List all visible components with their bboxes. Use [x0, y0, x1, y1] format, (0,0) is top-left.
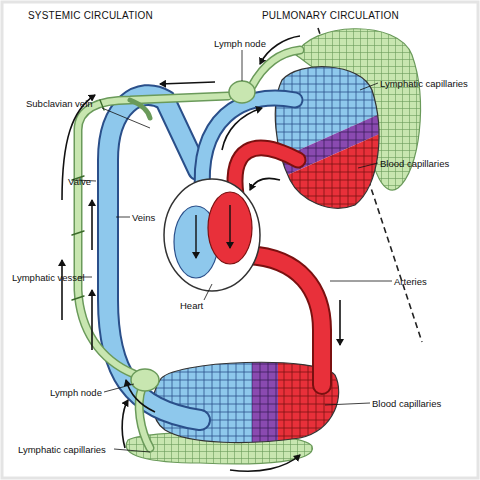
blood-capillary-bed-part-part — [252, 350, 278, 450]
flow-arrows-part — [122, 400, 128, 448]
lymphatic-vessel-part — [78, 50, 300, 448]
heart-part — [229, 205, 230, 248]
blood-capillary-bed-part — [275, 67, 379, 208]
leader-lines-part — [360, 83, 378, 90]
blood-vessels-part — [235, 148, 298, 195]
flow-arrows-part — [160, 82, 215, 84]
blood-capillary-bed-part — [265, 50, 400, 220]
leader-lines-part — [330, 281, 392, 282]
flow-arrows-part — [91, 290, 93, 350]
leader-lines-part — [102, 108, 150, 128]
lymphatic-vessel-part — [78, 50, 300, 448]
lymphatic-vessel-part — [131, 369, 159, 391]
flow-arrows-part — [230, 455, 300, 471]
part-label: Subclavian vein — [26, 98, 93, 109]
part-label: Lymphatic capillaries — [380, 78, 468, 89]
leader-lines-part — [358, 163, 378, 168]
leader-lines-part — [242, 50, 243, 81]
part-label: Arteries — [394, 276, 427, 287]
flow-arrows-part — [260, 36, 300, 64]
leader-lines-part — [116, 217, 130, 218]
lymphatic-vessel-part — [130, 100, 150, 118]
leader-lines-part — [325, 403, 370, 405]
leader-lines-part — [114, 449, 150, 452]
flow-arrows-part — [91, 200, 93, 250]
flow-arrows-part — [250, 178, 280, 190]
heart — [164, 179, 260, 291]
blood-vessels-part — [248, 255, 322, 385]
part-label: Lymph node — [50, 387, 102, 398]
flow-arrows-part — [339, 300, 341, 345]
lymphatic-vessel — [72, 50, 300, 448]
blood-vessels-part — [248, 255, 322, 385]
blood-vessels-part — [235, 148, 298, 195]
part-label: Blood capillaries — [372, 398, 441, 409]
flow-arrows-part — [62, 95, 95, 200]
heart-part — [195, 215, 196, 258]
leader-lines-part — [104, 384, 134, 392]
leader-lines-part — [204, 284, 212, 300]
part-label: Heart — [180, 300, 203, 311]
heading-text: PULMONARY CIRCULATION — [262, 10, 399, 21]
blood-capillary-bed-part — [153, 362, 339, 442]
part-label: Lymphatic vessel — [12, 272, 85, 283]
flow-arrows-part — [222, 108, 262, 150]
part-label: Valve — [68, 176, 91, 187]
heart-part — [208, 192, 252, 264]
leader-lines — [76, 50, 392, 452]
part-label: Veins — [132, 212, 155, 223]
lymphatic-vessel-part — [229, 81, 255, 103]
heart-part — [164, 179, 260, 291]
blood-vessels — [108, 95, 322, 420]
flow-arrows-part — [61, 260, 63, 320]
part-label: Lymph node — [214, 38, 266, 49]
blood-capillary-bed-part-part — [265, 125, 400, 220]
lymphatic-vessel-part — [72, 100, 104, 300]
part-label: Blood capillaries — [380, 158, 449, 169]
part-label: Lymphatic capillaries — [18, 444, 106, 455]
heading-text: SYSTEMIC CIRCULATION — [28, 10, 153, 21]
flow-arrows — [62, 36, 340, 471]
